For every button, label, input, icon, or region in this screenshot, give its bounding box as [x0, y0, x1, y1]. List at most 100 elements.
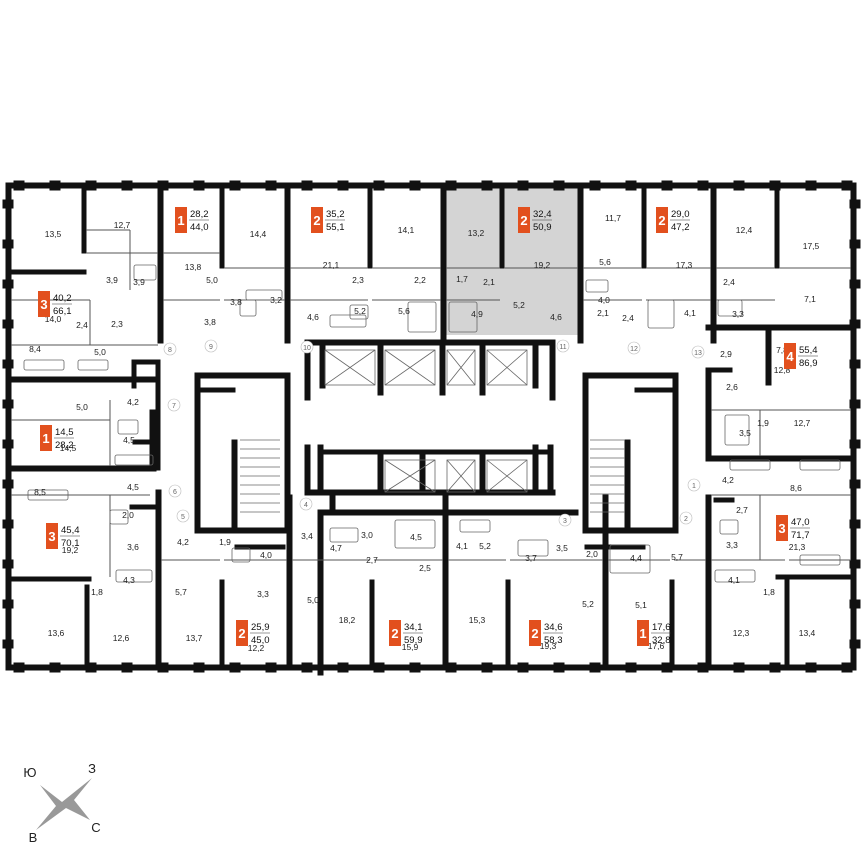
window-pier	[2, 359, 14, 369]
window-pier	[2, 639, 14, 649]
elevator-cross	[486, 349, 528, 386]
room-area: 4,2	[722, 475, 734, 485]
room-count-marker	[236, 620, 248, 646]
room-area: 19,2	[534, 260, 551, 270]
room-area: 11,7	[605, 213, 621, 223]
wall-segment	[194, 387, 236, 393]
elevator-shaft	[486, 459, 528, 493]
fixture	[77, 359, 109, 371]
wall-segment	[784, 579, 790, 671]
room-area: 5,0	[94, 347, 106, 357]
fixture	[647, 299, 675, 329]
window-pier	[661, 180, 673, 191]
window-pier	[265, 180, 277, 191]
room-count-marker	[40, 425, 52, 451]
door-marker	[167, 398, 181, 412]
door-marker	[204, 339, 218, 353]
room-area: 15,9	[402, 642, 419, 652]
wall-segment	[549, 339, 556, 401]
room-area: 14,0	[45, 314, 62, 324]
wall-segment	[132, 439, 154, 445]
room-area: 8,4	[29, 344, 41, 354]
room-area: 17,5	[803, 241, 820, 251]
living-area: 29,0	[671, 209, 690, 220]
window-pier	[849, 239, 861, 249]
total-area: 66,1	[53, 306, 72, 317]
door-number: 3	[563, 518, 567, 525]
room-area: 3,8	[230, 297, 242, 307]
wall-segment	[499, 182, 505, 269]
door-marker	[687, 478, 701, 492]
elevator-cross	[324, 349, 376, 386]
room-area: 3,5	[556, 543, 568, 553]
room-area: 4,9	[471, 309, 483, 319]
window-pier	[849, 639, 861, 649]
room-area: 2,6	[726, 382, 738, 392]
door-marker	[299, 497, 313, 511]
wall-segment	[155, 489, 162, 671]
total-area: 45,0	[251, 635, 270, 646]
window-pier	[2, 279, 14, 289]
room-count: 4	[786, 349, 794, 364]
wall-segment	[304, 489, 556, 496]
room-area: 13,4	[799, 628, 816, 638]
elevator-cross	[446, 459, 476, 493]
door-number: 9	[209, 344, 213, 351]
room-count: 2	[313, 213, 320, 228]
room-count-marker	[776, 515, 788, 541]
living-area: 28,2	[190, 209, 209, 220]
room-area: 14,5	[60, 443, 77, 453]
window-pier	[769, 180, 781, 191]
window-pier	[2, 479, 14, 489]
window-pier	[733, 662, 745, 673]
wall-segment	[765, 324, 772, 386]
room-area: 2,5	[419, 563, 431, 573]
wall-segment	[505, 579, 511, 671]
fixture	[407, 301, 437, 333]
wall-segment	[705, 367, 712, 459]
wall-segment	[775, 574, 857, 580]
window-pier	[625, 180, 637, 191]
wall-segment	[5, 269, 87, 275]
wall-segment	[634, 387, 676, 393]
wall-segment	[5, 182, 12, 671]
room-count: 1	[639, 626, 646, 641]
room-count-marker	[389, 620, 401, 646]
room-area: 17,6	[648, 641, 665, 651]
room-area: 7,8	[776, 345, 788, 355]
room-count: 2	[531, 626, 538, 641]
fixture	[115, 569, 153, 583]
window-pier	[517, 180, 529, 191]
compass-west-label: Ю	[23, 765, 36, 780]
wall-segment	[319, 449, 554, 455]
window-pier	[2, 239, 14, 249]
fixture	[719, 519, 739, 535]
wall-segment	[705, 494, 712, 671]
window-pier	[409, 662, 421, 673]
total-area: 71,7	[791, 530, 810, 541]
door-marker	[300, 340, 314, 354]
wall-segment	[194, 372, 291, 379]
room-area: 5,7	[175, 587, 187, 597]
room-area: 3,3	[726, 540, 738, 550]
window-pier	[849, 199, 861, 209]
room-area: 2,4	[723, 277, 735, 287]
window-pier	[301, 180, 313, 191]
wall-segment	[155, 359, 161, 471]
room-area: 3,9	[106, 275, 118, 285]
room-area: 2,9	[720, 349, 732, 359]
